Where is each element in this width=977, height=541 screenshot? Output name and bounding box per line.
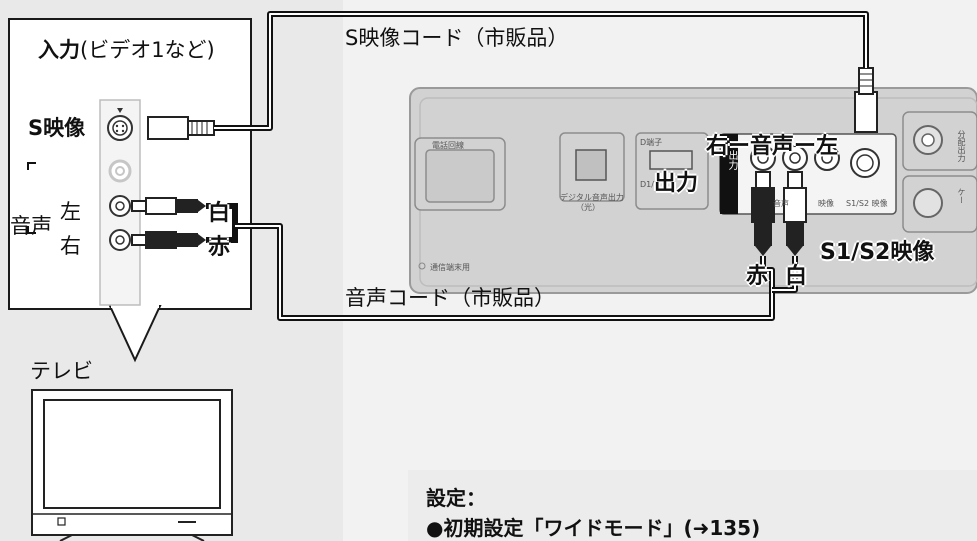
- s-video-label: S映像: [28, 116, 86, 140]
- tv-icon: [31, 389, 233, 541]
- output-label: 出力: [654, 171, 699, 196]
- s-video-plug-tv: [147, 116, 189, 140]
- audio-out-label: 右ー音声ー左: [706, 134, 839, 159]
- digital-audio-tag: デジタル音声出力: [560, 193, 624, 202]
- audio-plug-red-recorder: [751, 171, 775, 256]
- s-video-plug-recorder: [854, 67, 878, 133]
- input-title: 入力(ビデオ1など): [38, 38, 215, 62]
- cable-jack-icon: [913, 188, 943, 218]
- cable-tag: ケー: [957, 188, 966, 204]
- audio-label: 音声: [10, 214, 52, 238]
- red-label-recorder: 赤: [746, 264, 769, 289]
- audio-plug-white-tv: [131, 197, 198, 215]
- white-label-tv: 白: [208, 201, 231, 226]
- red-label-tv: 赤: [208, 235, 231, 260]
- audio-plug-white-recorder: [783, 171, 807, 256]
- tv-label: テレビ: [30, 359, 93, 383]
- audio-bracket-top: [27, 162, 36, 170]
- optical-tag: （光）: [576, 203, 600, 212]
- phone-line-tag: 電話回線: [432, 141, 464, 150]
- settings-title: 設定：: [426, 486, 486, 510]
- arrow-marker-icon: [117, 108, 123, 113]
- video-small-tag: 映像: [818, 199, 834, 208]
- left-label: 左: [60, 200, 81, 224]
- output-vertical-tag: 出力: [726, 150, 737, 170]
- d-terminal-tag: D端子: [640, 138, 663, 147]
- s-video-cable-label: S映像コード（市販品）: [345, 26, 569, 50]
- right-label: 右: [60, 234, 81, 258]
- settings-box: 設定： ●初期設定「ワイドモード」(➜135): [408, 470, 977, 541]
- audio-cable-label: 音声コード（市販品）: [345, 286, 555, 310]
- distribution-out-tag: 分配出力: [957, 130, 966, 162]
- settings-line: ●初期設定「ワイドモード」(➜135): [426, 516, 761, 540]
- s1s2-small-tag: S1/S2 映像: [846, 199, 888, 208]
- s-video-out-label: S1/S2映像: [820, 240, 935, 265]
- white-label-recorder: 白: [785, 264, 808, 289]
- audio-plug-red-tv: [131, 231, 198, 249]
- audio-small-tag: 音声: [773, 199, 789, 208]
- audio-bracket-bottom: [27, 226, 36, 234]
- callout-pointer: [108, 305, 162, 363]
- comm-terminal-tag: 通信端末用: [430, 263, 470, 272]
- d1-tag: D1/: [640, 180, 654, 189]
